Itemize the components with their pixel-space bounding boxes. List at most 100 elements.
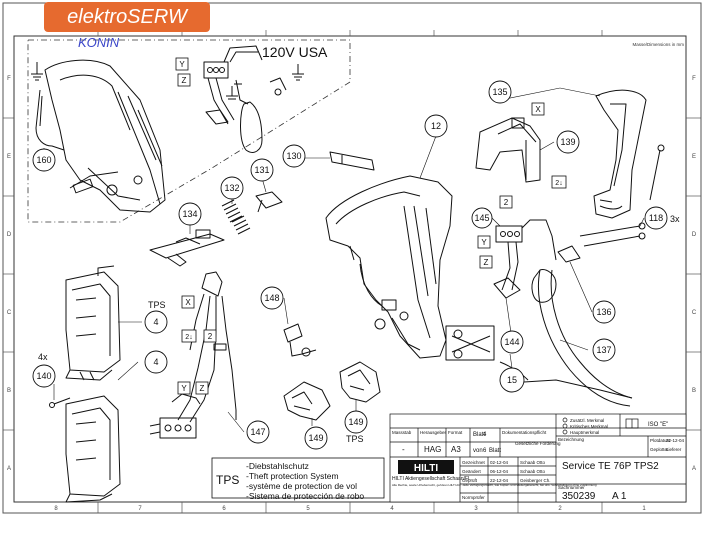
svg-text:149: 149: [348, 417, 363, 427]
svg-text:3: 3: [474, 506, 478, 512]
svg-text:2: 2: [208, 332, 213, 341]
svg-text:118: 118: [649, 213, 663, 223]
svg-text:Massstab: Massstab: [392, 430, 412, 435]
svg-text:Geändert: Geändert: [462, 469, 482, 474]
svg-text:A: A: [692, 466, 696, 472]
svg-text:-: -: [402, 445, 405, 454]
svg-text:Schaab Otto: Schaab Otto: [520, 460, 546, 465]
svg-text:2↓: 2↓: [185, 334, 192, 341]
line-art: [31, 45, 665, 503]
svg-text:2: 2: [558, 506, 562, 512]
svg-text:4: 4: [153, 317, 158, 327]
svg-text:Gesetzliche Forderung: Gesetzliche Forderung: [515, 441, 561, 446]
label-box-texts: Y Z X 2 2↓ X 2↓ 2 Y Z Y Z: [179, 60, 562, 393]
svg-text:Lieferer: Lieferer: [666, 447, 682, 452]
svg-text:2: 2: [504, 198, 509, 207]
callout-12: [424, 114, 448, 138]
svg-text:135: 135: [492, 87, 507, 97]
svg-text:149: 149: [308, 433, 323, 443]
callout-140: [32, 364, 56, 388]
svg-text:Kritisches Merkmal: Kritisches Merkmal: [570, 424, 608, 429]
extra-labels: TPS TPS 4x 3x: [38, 214, 680, 444]
callout-131: [250, 158, 274, 182]
svg-text:Schaab Otto: Schaab Otto: [520, 469, 546, 474]
svg-text:Plotdatum: Plotdatum: [650, 438, 671, 443]
svg-text:A: A: [7, 466, 11, 472]
row-letters-right: F E D C B A: [692, 76, 697, 472]
svg-text:B: B: [7, 388, 11, 394]
hilti-logo-box: [398, 460, 454, 474]
callout-137: [592, 338, 616, 362]
svg-text:139: 139: [560, 137, 575, 147]
svg-text:F: F: [692, 76, 696, 82]
tps-legend-key: TPS: [216, 473, 239, 487]
svg-text:Z: Z: [484, 258, 489, 267]
callout-134: [178, 202, 202, 226]
svg-text:Blatt: Blatt: [489, 448, 501, 454]
svg-text:F: F: [7, 76, 11, 82]
svg-text:Z: Z: [200, 384, 205, 393]
svg-text:C: C: [7, 310, 12, 316]
callout-148: [260, 286, 284, 310]
tps-legend-lines: -Diebstahlschutz -Theft protection Syste…: [246, 461, 364, 501]
svg-text:4x: 4x: [38, 352, 48, 362]
svg-text:144: 144: [504, 337, 519, 347]
svg-text:D: D: [692, 232, 697, 238]
svg-text:HAG: HAG: [424, 445, 441, 454]
konin-label: KONIN: [78, 35, 120, 50]
callout-160: [32, 148, 56, 172]
callout-4b: [144, 350, 168, 374]
svg-text:-système de protection de vol: -système de protection de vol: [246, 481, 357, 491]
svg-text:-Sistema de protección de robo: -Sistema de protección de robo: [246, 491, 364, 501]
svg-text:A 1: A 1: [612, 491, 627, 502]
svg-text:5: 5: [306, 506, 310, 512]
title-block-text: Massstab Herausgeber Format Blatt 4 von …: [392, 418, 685, 502]
svg-text:C: C: [692, 310, 697, 316]
svg-text:Herausgeber: Herausgeber: [420, 430, 447, 435]
callout-numbers: 160 12 135 130 131 132 134 139 118 145 1…: [36, 87, 663, 443]
svg-text:Geisberger Ch.: Geisberger Ch.: [520, 478, 551, 483]
hilti-logo: HILTI: [414, 463, 438, 474]
header-120v-usa: 120V USA: [262, 44, 328, 60]
svg-text:TPS: TPS: [346, 434, 364, 444]
svg-text:D: D: [7, 232, 12, 238]
callout-4a: [144, 310, 168, 334]
svg-text:Y: Y: [181, 384, 187, 393]
svg-text:15: 15: [507, 375, 517, 385]
callout-15: [499, 367, 525, 393]
svg-text:von: von: [473, 448, 483, 454]
svg-text:Geplottet: Geplottet: [650, 447, 669, 452]
column-numbers: 8 7 6 5 4 3 2 1: [54, 506, 646, 512]
svg-text:06-12-04: 06-12-04: [490, 469, 509, 474]
svg-text:4: 4: [390, 506, 394, 512]
callout-145: [471, 207, 493, 229]
svg-text:22-12-04: 22-12-04: [490, 478, 509, 483]
svg-text:Hauptmerkmal: Hauptmerkmal: [570, 430, 599, 435]
svg-text:4: 4: [483, 432, 487, 438]
callout-118: [644, 206, 668, 230]
svg-text:Bezeichnung: Bezeichnung: [558, 437, 585, 442]
svg-text:X: X: [535, 105, 541, 114]
svg-text:X: X: [185, 298, 191, 307]
frame-column-ticks: [3, 30, 701, 513]
callout-144: [500, 330, 524, 354]
svg-text:Normprüfer: Normprüfer: [462, 495, 485, 500]
svg-text:Service TE 76P TPS2: Service TE 76P TPS2: [562, 461, 659, 472]
svg-text:Z: Z: [182, 76, 187, 85]
svg-text:HILTI Aktiengesellschaft Schaa: HILTI Aktiengesellschaft Schaan/FL: [392, 476, 471, 482]
svg-text:7: 7: [138, 506, 142, 512]
svg-text:Gezeichnet: Gezeichnet: [462, 460, 486, 465]
svg-text:Blatt: Blatt: [473, 432, 485, 438]
svg-text:145: 145: [474, 213, 489, 223]
svg-text:Sachnummer: Sachnummer: [558, 485, 585, 490]
svg-text:A3: A3: [451, 445, 461, 454]
callout-135: [488, 80, 512, 104]
svg-text:Y: Y: [481, 238, 487, 247]
row-letters-left: F E D C B A: [7, 76, 12, 472]
callout-149a: [304, 426, 328, 450]
svg-text:Format: Format: [448, 430, 463, 435]
svg-text:Zusätzl. Merkmal: Zusätzl. Merkmal: [570, 418, 604, 423]
svg-text:3x: 3x: [670, 214, 680, 224]
svg-text:350239: 350239: [562, 491, 596, 502]
